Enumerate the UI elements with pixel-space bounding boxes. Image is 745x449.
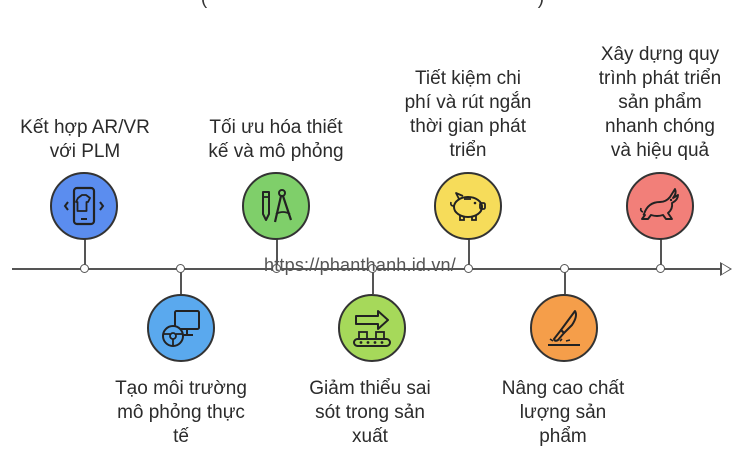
step-quality-label-line: lượng sản bbox=[519, 402, 607, 423]
step-fast-process-label-line: trình phát triển bbox=[598, 68, 722, 89]
title-open-paren: ( bbox=[201, 0, 207, 9]
step-quality-label-line: phẩm bbox=[539, 426, 587, 447]
step-reduce-errors-label: Giảm thiểu sai sót trong sản xuất bbox=[285, 377, 455, 449]
step-simulation-env-label: Tạo môi trường mô phỏng thực tế bbox=[96, 377, 266, 449]
timeline-dot-optimize-design bbox=[272, 264, 281, 273]
timeline-dot-save-cost bbox=[464, 264, 473, 273]
step-quality-badge bbox=[530, 294, 598, 362]
step-optimize-design-label: Tối ưu hóa thiết kế và mô phỏng bbox=[191, 116, 361, 164]
step-save-cost-label: Tiết kiệm chi phí và rút ngắn thời gian … bbox=[383, 67, 553, 163]
step-ar-vr-badge bbox=[50, 172, 118, 240]
step-reduce-errors-label-line: sót trong sản bbox=[315, 402, 425, 423]
step-fast-process-label-line: và hiệu quả bbox=[610, 140, 710, 161]
step-save-cost-label-line: thời gian phát bbox=[410, 116, 526, 137]
step-ar-vr-label-line: Kết hợp AR/VR bbox=[20, 117, 150, 138]
timeline-dot-ar-vr bbox=[80, 264, 89, 273]
knife-cut-icon bbox=[548, 310, 580, 346]
step-reduce-errors-label-line: Giảm thiểu sai bbox=[309, 378, 431, 399]
conveyor-arrow-icon bbox=[353, 310, 391, 347]
step-ar-vr-label-line: với PLM bbox=[49, 141, 121, 162]
diagram-title: ( ) bbox=[0, 0, 745, 10]
title-close-paren: ) bbox=[538, 0, 544, 9]
step-simulation-env-label-line: mô phỏng thực bbox=[117, 402, 245, 423]
step-save-cost-label-line: Tiết kiệm chi bbox=[415, 68, 521, 89]
step-save-cost-label-line: triển bbox=[449, 140, 487, 161]
timeline-arrow-head bbox=[720, 262, 732, 276]
step-quality-label: Nâng cao chất lượng sản phẩm bbox=[478, 377, 648, 449]
stem-reduce-errors bbox=[372, 272, 374, 294]
stem-simulation-env bbox=[180, 272, 182, 294]
ar-shirt-phone-icon bbox=[63, 186, 105, 226]
stem-quality bbox=[564, 272, 566, 294]
step-optimize-design-label-line: Tối ưu hóa thiết bbox=[209, 117, 343, 138]
step-quality-label-line: Nâng cao chất bbox=[501, 378, 625, 399]
step-fast-process-label-line: Xây dựng quy bbox=[600, 44, 720, 65]
piggy-bank-icon bbox=[450, 192, 486, 221]
step-simulation-env-label-line: tế bbox=[173, 426, 189, 447]
step-optimize-design-badge bbox=[242, 172, 310, 240]
rabbit-icon bbox=[639, 188, 679, 220]
step-fast-process-badge bbox=[626, 172, 694, 240]
step-reduce-errors-badge bbox=[338, 294, 406, 362]
step-simulation-env-badge bbox=[147, 294, 215, 362]
monitor-steering-wheel-icon bbox=[162, 310, 200, 347]
step-fast-process-label: Xây dựng quy trình phát triển sản phẩm n… bbox=[575, 43, 745, 163]
step-fast-process-label-line: nhanh chóng bbox=[605, 116, 715, 137]
step-reduce-errors-label-line: xuất bbox=[352, 426, 388, 447]
step-simulation-env-label-line: Tạo môi trường bbox=[115, 378, 247, 399]
step-optimize-design-label-line: kế và mô phỏng bbox=[208, 141, 344, 162]
step-save-cost-label-line: phí và rút ngắn bbox=[404, 92, 532, 113]
stem-save-cost bbox=[468, 237, 470, 268]
step-save-cost-badge bbox=[434, 172, 502, 240]
pen-compass-icon bbox=[262, 189, 293, 223]
stem-fast-process bbox=[660, 237, 662, 268]
watermark-url: https://phanthanh.id.vn/ bbox=[264, 255, 456, 275]
stem-optimize-design bbox=[276, 237, 278, 268]
timeline-dot-fast-process bbox=[656, 264, 665, 273]
step-ar-vr-label: Kết hợp AR/VR với PLM bbox=[0, 116, 170, 164]
stem-ar-vr bbox=[84, 237, 86, 268]
step-fast-process-label-line: sản phẩm bbox=[618, 92, 702, 113]
